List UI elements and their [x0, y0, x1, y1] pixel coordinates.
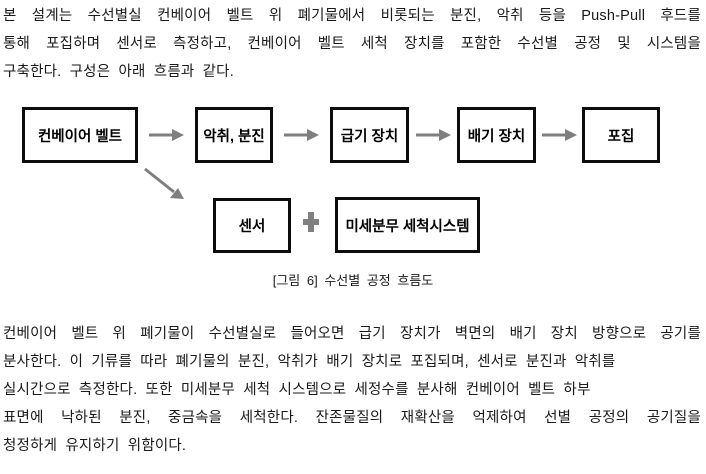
right-arrow-icon [542, 129, 577, 141]
flow-box-odor-dust: 악취, 분진 [195, 107, 273, 163]
right-arrow-icon [284, 129, 319, 141]
flow-box-air-supply: 급기 장치 [330, 107, 409, 163]
figure-caption: [그림 6] 수선별 공정 흐름도 [272, 273, 434, 288]
body-line: 분사한다. 이 기류를 따라 폐기물의 분진, 악취가 배기 장치로 포집되며,… [3, 354, 616, 370]
flow-box-exhaust: 배기 장치 [457, 107, 536, 163]
mist-washing-system-box: 미세분무 세척시스템 [335, 197, 480, 253]
plus-icon [303, 212, 319, 232]
paragraph-intro: 본 설계는 수선별실 컨베이어 벨트 위 폐기물에서 비롯되는 분진, 악취 등… [3, 2, 701, 86]
right-arrow-icon [416, 129, 451, 141]
flow-box-conveyor-belt: 컨베이어 벨트 [22, 107, 138, 163]
right-arrow-icon [149, 129, 184, 141]
intro-line: 통해 포집하며 센서로 측정하고, 컨베이어 벨트 세척 장치를 포함한 수선별… [3, 36, 701, 52]
body-line: 표면에 낙하된 분진, 중금속을 세척한다. 잔존물질의 재확산을 억제하여 선… [3, 410, 701, 426]
intro-line: 본 설계는 수선별실 컨베이어 벨트 위 폐기물에서 비롯되는 분진, 악취 등… [3, 8, 701, 24]
paragraph-body: 컨베이어 벨트 위 폐기물이 수선별실로 들어오면 급기 장치가 벽면의 배기 … [3, 320, 701, 460]
intro-line: 구축한다. 구성은 아래 흐름과 같다. [3, 64, 234, 80]
flow-box-capture: 포집 [582, 107, 660, 163]
sensor-box: 센서 [213, 198, 291, 253]
body-line: 청정하게 유지하기 위함이다. [3, 438, 187, 454]
diagonal-arrow-icon [144, 167, 184, 199]
body-line: 실시간으로 측정한다. 또한 미세분무 세척 시스템으로 세정수를 분사해 컨베… [3, 382, 591, 398]
body-line: 컨베이어 벨트 위 폐기물이 수선별실로 들어오면 급기 장치가 벽면의 배기 … [3, 326, 701, 342]
